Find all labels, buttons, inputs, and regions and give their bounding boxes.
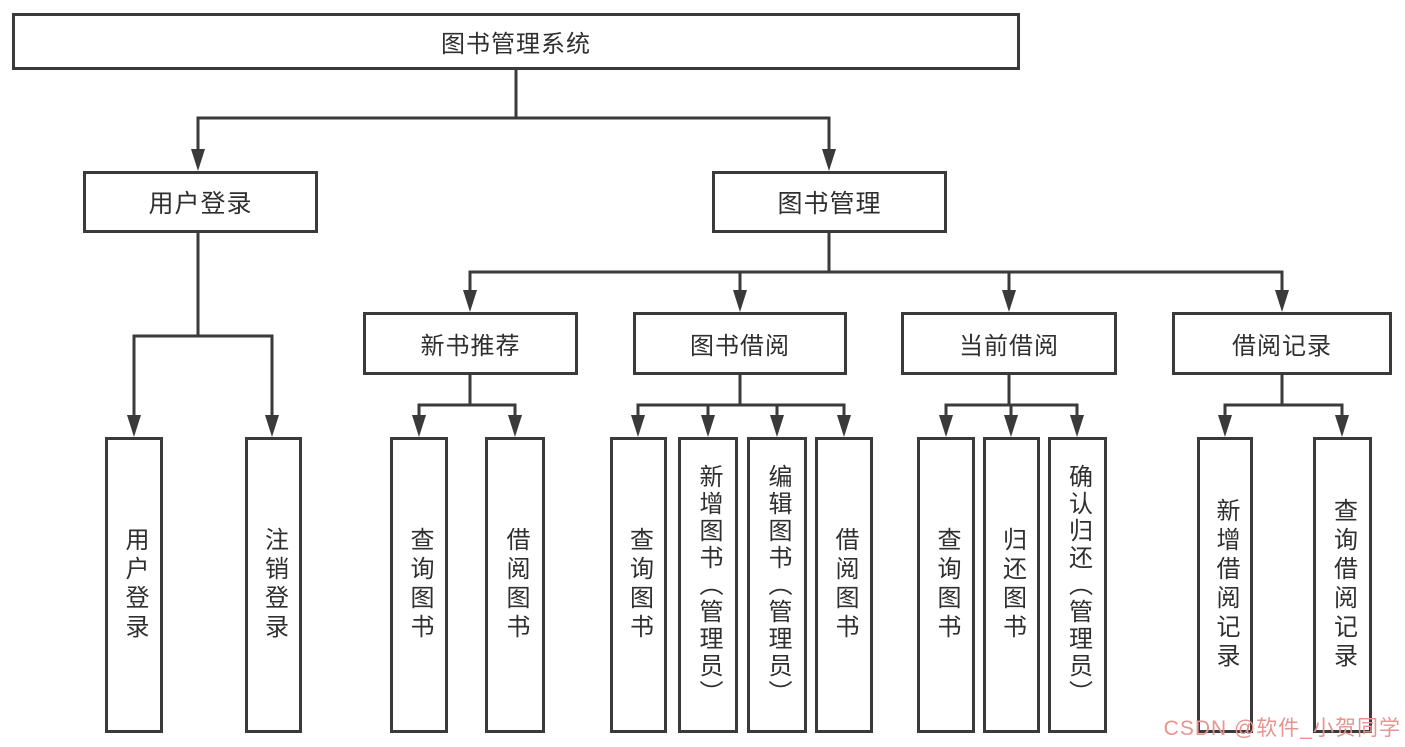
node-user-login: 用户登录 [83, 171, 318, 233]
node-borrow-records: 借阅记录 [1172, 312, 1392, 375]
leaf-borrow-book-2: 借阅图书 [815, 437, 873, 733]
leaf-borrow-book-1: 借阅图书 [485, 437, 545, 733]
leaf-logout: 注销登录 [245, 437, 302, 733]
leaf-return-book: 归还图书 [983, 437, 1040, 733]
leaf-edit-book-admin: 编辑图书（管理员） [747, 437, 807, 733]
leaf-confirm-return-admin: 确认归还（管理员） [1048, 437, 1107, 733]
csdn-watermark: CSDN @软件_小贺同学 [1163, 717, 1401, 740]
node-book-borrow: 图书借阅 [633, 312, 847, 375]
leaf-query-book-1: 查询图书 [390, 437, 448, 733]
leaf-add-borrow-record: 新增借阅记录 [1197, 437, 1253, 733]
connector-lines [132, 70, 1344, 416]
leaf-query-borrow-record: 查询借阅记录 [1313, 437, 1372, 733]
leaf-add-book-admin: 新增图书（管理员） [678, 437, 738, 733]
arrowheads [127, 149, 1349, 437]
node-current-borrow: 当前借阅 [901, 312, 1117, 375]
node-new-book-recommend: 新书推荐 [363, 312, 578, 375]
leaf-query-book-2: 查询图书 [610, 437, 667, 733]
leaf-query-book-3: 查询图书 [917, 437, 975, 733]
leaf-user-login: 用户登录 [105, 437, 163, 733]
node-root-system: 图书管理系统 [12, 13, 1020, 70]
node-book-management: 图书管理 [712, 171, 947, 233]
